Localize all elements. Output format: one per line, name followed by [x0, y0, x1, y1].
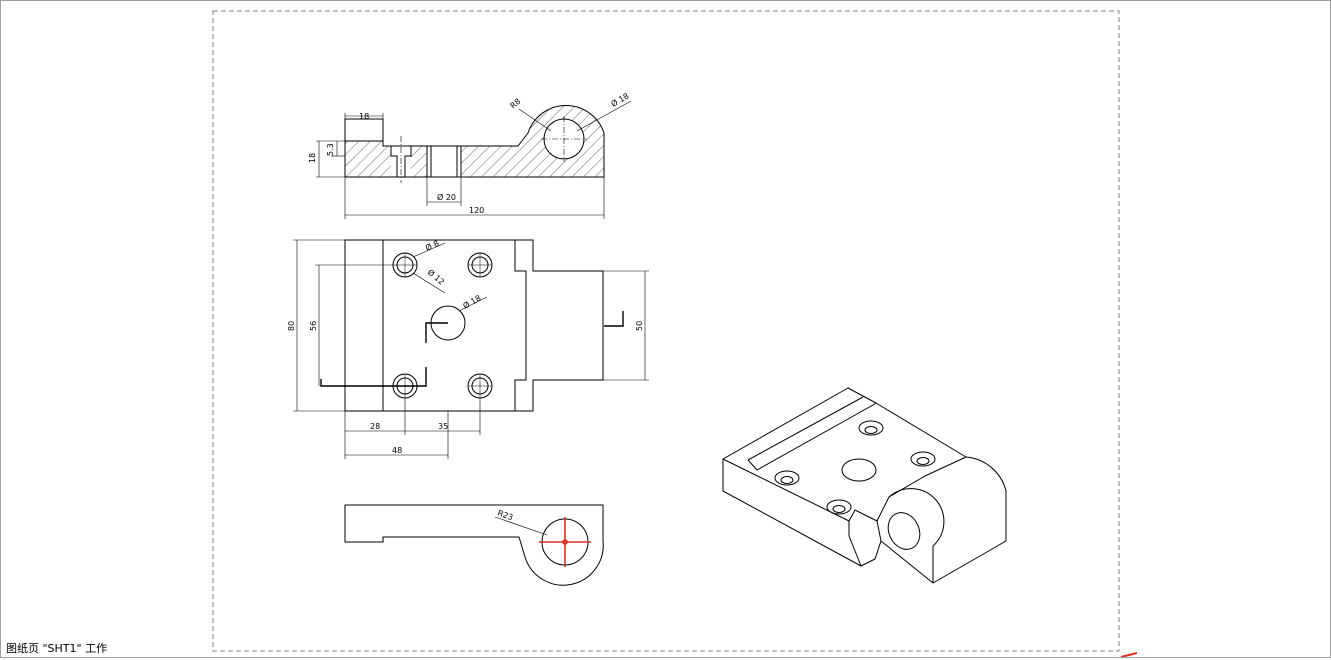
- dim-diam-18-top: Ø 18: [609, 91, 630, 109]
- dim-height-80: 80: [287, 321, 296, 331]
- dim-height-18: 18: [308, 153, 317, 163]
- status-bar: 图纸页 "SHT1" 工作: [6, 642, 108, 655]
- dim-height-50: 50: [635, 321, 644, 331]
- section-counterbore-left: [390, 146, 412, 177]
- front-outline: [344, 504, 604, 586]
- top-view[interactable]: [293, 239, 649, 459]
- dim-r18: R8: [509, 97, 523, 111]
- dim-top-width-18: 18: [359, 112, 369, 121]
- dim-diam-12: Ø 12: [426, 267, 447, 287]
- dim-height-56: 56: [309, 321, 318, 331]
- sheet-border: [212, 10, 1120, 652]
- top-hole-br: [467, 373, 493, 399]
- dim-width-48: 48: [392, 446, 402, 455]
- iso-top-face: [722, 387, 967, 522]
- dim-height-5-3: 5.3: [326, 143, 335, 156]
- section-view[interactable]: [316, 100, 632, 219]
- section-cut-line: [320, 311, 624, 387]
- section-hatch: [345, 105, 604, 177]
- crosshair-cursor: [539, 517, 591, 567]
- top-hole-tr: [467, 252, 493, 278]
- dim-length-120: 120: [469, 206, 484, 215]
- isometric-view[interactable]: [722, 387, 1007, 584]
- dim-width-28: 28: [370, 422, 380, 431]
- dim-diam-18-mid: Ø 18: [461, 293, 482, 311]
- dim-width-35: 35: [438, 422, 448, 431]
- dim-diam-20: Ø 20: [437, 192, 456, 202]
- corner-marker: [1120, 652, 1138, 657]
- dim-r23: R23: [496, 508, 514, 522]
- section-hole-center: [426, 146, 462, 177]
